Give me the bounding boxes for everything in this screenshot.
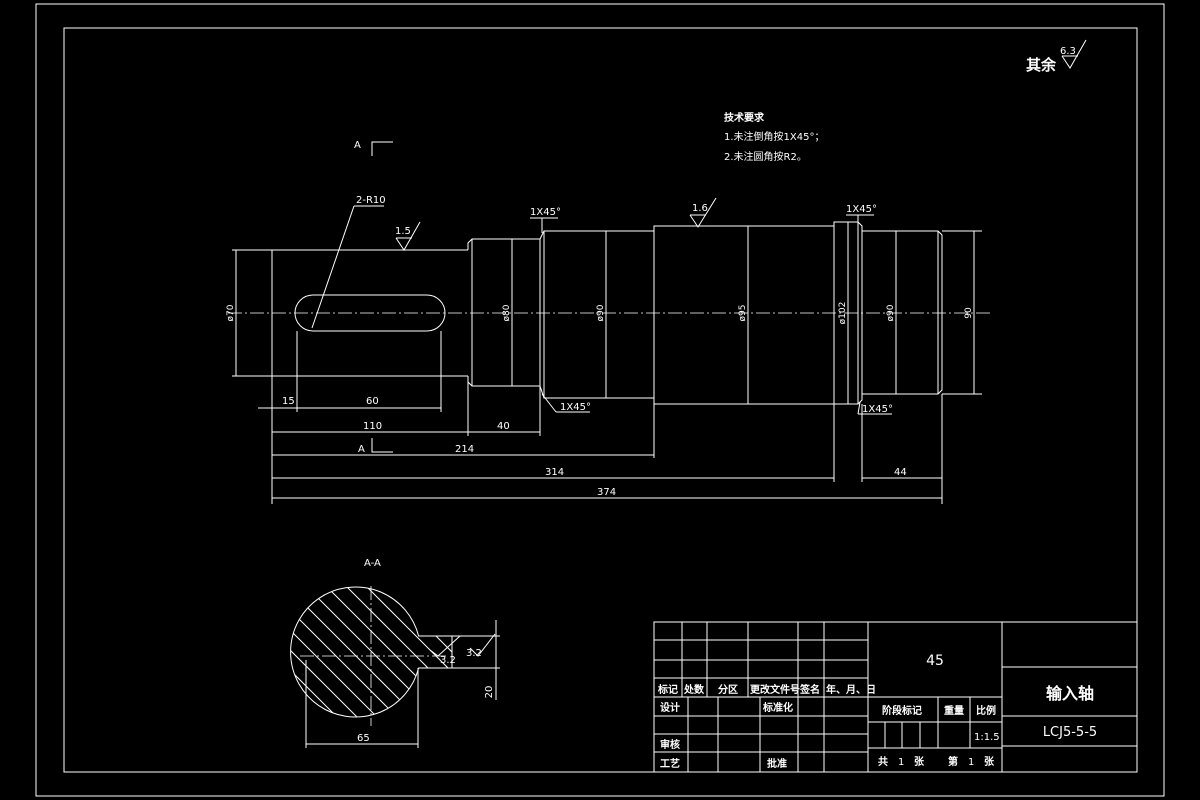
length-label: 40 bbox=[497, 421, 510, 432]
approve-label: 批准 bbox=[767, 757, 787, 770]
chamfer-label: 1X45° bbox=[560, 402, 591, 413]
diameter-label: ø102 bbox=[838, 302, 848, 325]
diameter-label: ø90 bbox=[596, 304, 606, 321]
of-label: 第 bbox=[948, 755, 958, 768]
drawing-number: LCJ5-5-5 bbox=[1043, 725, 1097, 740]
length-label: 44 bbox=[894, 467, 907, 478]
total-count: 1 bbox=[898, 757, 904, 768]
roughness-left: 1.5 bbox=[395, 221, 421, 251]
length-label: 214 bbox=[455, 444, 474, 455]
sheet-label: 张 bbox=[984, 755, 995, 768]
roughness-other-label: 其余 bbox=[1026, 56, 1057, 74]
section-view-title: A-A bbox=[364, 558, 381, 569]
section-width-label: 65 bbox=[357, 733, 370, 744]
section-depth-label: 20 bbox=[484, 686, 495, 699]
section-hatch bbox=[290, 587, 452, 717]
roughness-symbol-icon bbox=[469, 633, 496, 657]
chamfer-label: 1X45° bbox=[862, 404, 893, 415]
roughness-other-value: 6.3 bbox=[1060, 46, 1076, 57]
total-label: 共 bbox=[878, 755, 888, 768]
tech-requirement-item: 1.未注倒角按1X45°； bbox=[724, 130, 824, 143]
roughness-mid-value: 1.6 bbox=[692, 203, 708, 214]
title-header: 更改文件号 bbox=[750, 683, 800, 696]
roughness-symbol-icon bbox=[395, 221, 421, 251]
part-name: 输入轴 bbox=[1046, 684, 1094, 703]
sheet-label: 张 bbox=[914, 755, 925, 768]
roughness-mid: 1.6 bbox=[689, 197, 717, 228]
length-label: 60 bbox=[366, 396, 379, 407]
sheet-count: 1 bbox=[968, 757, 974, 768]
roughness-symbol-icon bbox=[1061, 39, 1087, 69]
roughness-left-value: 1.5 bbox=[395, 226, 411, 237]
roughness-symbol-icon bbox=[689, 197, 717, 228]
title-header: 年、月、日 bbox=[826, 683, 876, 696]
roughness-symbol-icon bbox=[429, 635, 461, 657]
scale-value: 1:1.5 bbox=[974, 732, 1000, 743]
title-block: 标记 处数 分区 更改文件号 签名 年、月、日 设计 标准化 审核 工艺 批准 … bbox=[653, 621, 1138, 773]
chamfer-label: 1X45° bbox=[530, 207, 561, 218]
length-label: 110 bbox=[363, 421, 382, 432]
keyway-radius-label: 2-R10 bbox=[356, 195, 386, 206]
diameter-label: ø70 bbox=[226, 304, 236, 321]
chamfer-note: 1X45° bbox=[846, 204, 877, 224]
tech-requirements: 技术要求 1.未注倒角按1X45°； 2.未注圆角按R2。 bbox=[724, 111, 824, 163]
title-header: 分区 bbox=[718, 683, 738, 696]
roughness-other: 其余 6.3 bbox=[1026, 39, 1087, 74]
section-marker-label: A bbox=[358, 444, 365, 455]
title-header: 标记 bbox=[657, 683, 678, 696]
chamfer-note: 1X45° bbox=[541, 393, 591, 413]
title-header: 处数 bbox=[683, 683, 705, 696]
roughness-label: 3.2 bbox=[440, 655, 456, 666]
tech-requirements-title: 技术要求 bbox=[724, 111, 765, 124]
section-view: A-A 3.2 3.2 20 bbox=[290, 558, 500, 748]
length-dimensions: 15 60 110 40 214 314 44 374 bbox=[258, 331, 943, 504]
keyway-slot bbox=[294, 294, 446, 332]
length-label: 314 bbox=[545, 467, 564, 478]
design-label: 设计 bbox=[660, 701, 680, 714]
process-label: 工艺 bbox=[660, 757, 680, 770]
scale-label: 比例 bbox=[976, 704, 996, 717]
diameter-label: ø90 bbox=[886, 304, 896, 321]
outer-border bbox=[35, 3, 1165, 797]
section-marker-bottom: A bbox=[358, 438, 393, 455]
keyway-radius-note: 2-R10 bbox=[311, 195, 386, 329]
title-header: 签名 bbox=[799, 683, 820, 696]
length-label: 15 bbox=[282, 396, 295, 407]
weight-label: 重量 bbox=[944, 704, 964, 717]
chamfer-label: 1X45° bbox=[846, 204, 877, 215]
section-marker-label: A bbox=[354, 140, 361, 151]
tech-requirement-item: 2.未注圆角按R2。 bbox=[724, 150, 807, 163]
chamfer-note: 1X45° bbox=[530, 207, 561, 233]
diameter-label: ø95 bbox=[738, 305, 748, 322]
material-value: 45 bbox=[926, 653, 944, 669]
chamfer-note: 1X45° bbox=[857, 401, 893, 415]
inner-border bbox=[63, 27, 1138, 773]
diameter-label: ø80 bbox=[502, 304, 512, 321]
roughness-label: 3.2 bbox=[466, 648, 482, 659]
section-outline bbox=[290, 586, 453, 718]
diameter-label: 90 bbox=[964, 307, 974, 319]
standardize-label: 标准化 bbox=[762, 701, 793, 714]
review-label: 审核 bbox=[660, 738, 680, 751]
length-label: 374 bbox=[597, 487, 616, 498]
section-marker-top: A bbox=[354, 140, 393, 156]
diameter-dimensions: ø70 ø80 ø90 ø95 ø102 ø90 90 bbox=[226, 222, 982, 404]
stage-mark-label: 阶段标记 bbox=[882, 704, 922, 717]
